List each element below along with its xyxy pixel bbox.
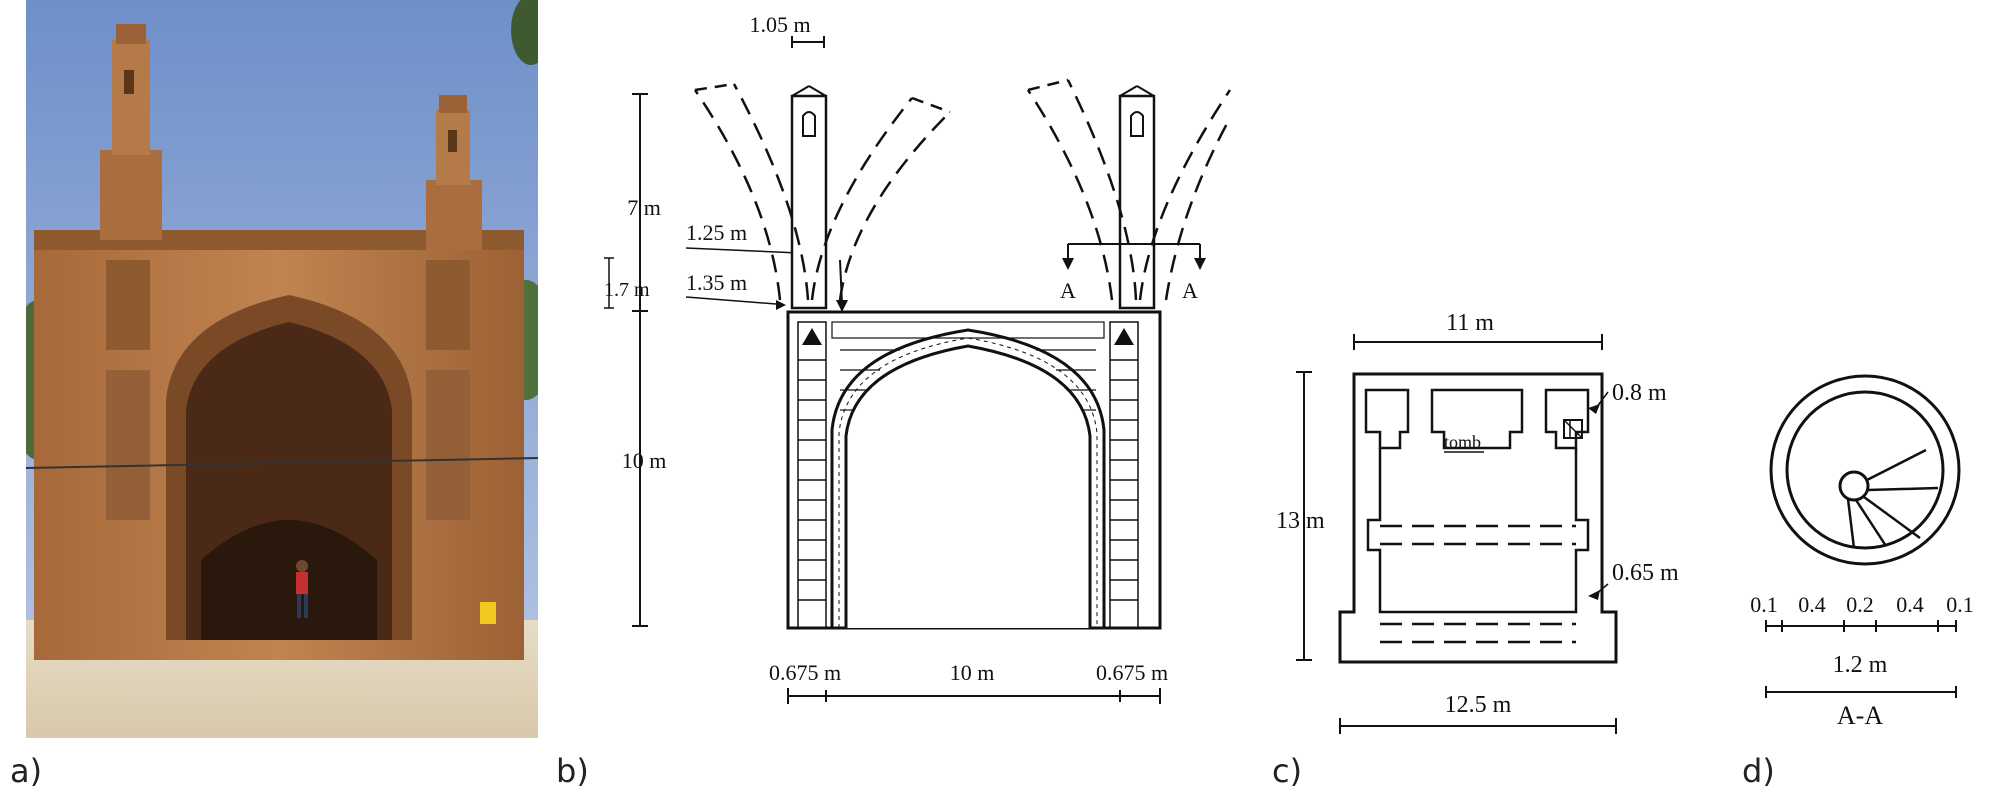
- dim-offset-top: 1.25 m: [686, 220, 747, 245]
- dim-pier-right: 0.675 m: [1096, 660, 1168, 685]
- dim-building-height: 10 m: [622, 448, 667, 473]
- section-dim-3: 0.2: [1846, 592, 1874, 617]
- dim-minaret-height: 7 m: [627, 195, 661, 220]
- dim-minaret-width: 1.05 m: [749, 12, 810, 37]
- elevation-drawing: 1.05 m 7 m 10 m 1.7 m 1.25 m 1.35 m A A: [604, 12, 1232, 704]
- dim-offset-bottom: 1.35 m: [686, 270, 747, 295]
- photo-illustration: [26, 0, 538, 738]
- section-total: 1.2 m: [1833, 652, 1888, 678]
- section-drawing: 0.1 0.4 0.2 0.4 0.1 1.2 m A-A: [1750, 374, 1974, 730]
- section-dim-2: 0.4: [1798, 592, 1826, 617]
- section-dim-1: 0.1: [1750, 592, 1778, 617]
- panel-label-d: d): [1742, 752, 1775, 790]
- dim-pier-left: 0.675 m: [769, 660, 841, 685]
- panel-label-c: c): [1272, 752, 1303, 790]
- plan-drawing: 11 m 13 m tomb 0.8 m 0.65 m 12.5 m: [1276, 310, 1679, 734]
- section-dim-4: 0.4: [1896, 592, 1924, 617]
- dim-wall-thickness-2: 0.65 m: [1612, 560, 1679, 586]
- panel-label-b: b): [556, 752, 589, 790]
- section-name: A-A: [1837, 701, 1883, 730]
- section-mark-left: A: [1060, 278, 1076, 303]
- section-mark-right: A: [1182, 278, 1198, 303]
- dim-base-height: 1.7 m: [604, 279, 650, 301]
- dim-plan-top-width: 11 m: [1446, 310, 1494, 336]
- dim-span: 10 m: [950, 660, 995, 685]
- panel-label-a: a): [10, 752, 43, 790]
- dim-plan-depth: 13 m: [1276, 508, 1325, 534]
- dim-plan-bottom-width: 12.5 m: [1445, 692, 1512, 718]
- dim-wall-thickness-1: 0.8 m: [1612, 380, 1667, 406]
- section-dim-5: 0.1: [1946, 592, 1974, 617]
- monar-jonban-photo: [26, 0, 538, 738]
- tomb-label: tomb: [1444, 432, 1481, 452]
